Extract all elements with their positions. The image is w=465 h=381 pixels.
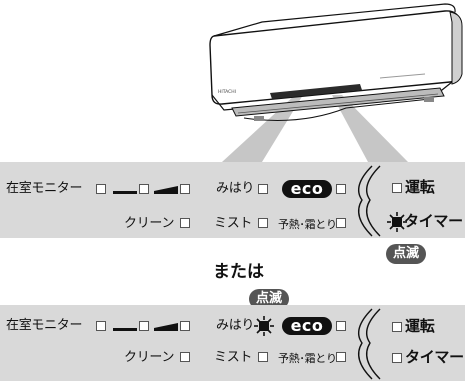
eco-icon: eco [282,180,332,198]
lamp-preheat-defrost [336,218,346,228]
lamp-mist-b [258,352,268,362]
indicator-panel-top [0,162,465,238]
level-bar-high-icon [154,186,178,194]
brand-mark: HITACHI [218,89,236,95]
bracket-divider-b [358,308,381,380]
label-cleaning-b: クリーン [124,350,175,365]
blink-badge-bottom: 点滅 [249,289,290,309]
level-bar-high-icon-b [154,323,178,331]
lamp-room-monitor-1-b [96,321,106,331]
or-text: または [213,262,264,282]
label-mihari: みはり [216,181,255,196]
callout-beam-right [332,95,408,162]
unit-top-face [213,3,456,37]
blinking-lamp-icon [387,212,407,232]
indicator-panel-bottom [0,305,465,381]
label-room-monitor: 在室モニター [6,181,83,196]
eco-icon-b: eco [282,317,332,335]
lamp-room-monitor-3 [180,184,190,194]
blinking-lamp-icon-mihari [254,316,274,336]
lamp-eco [336,184,346,194]
lamp-cleaning-b [180,352,190,362]
label-mist-b: ミスト [214,350,253,365]
label-unten: 運転 [405,178,435,196]
lamp-eco-b [336,321,346,331]
lamp-cleaning [180,218,190,228]
level-bar-low-icon-b [113,328,137,331]
label-timer: タイマー [404,212,463,230]
blink-badge-top: 点滅 [386,244,427,264]
bracket-divider [358,165,381,237]
label-preheat-defrost-b: 予熱･霜とり [278,352,337,365]
label-preheat-defrost: 予熱･霜とり [278,218,337,231]
unit-side [449,11,463,85]
label-timer-b: タイマー [405,348,464,366]
lamp-room-monitor-2 [139,184,149,194]
lamp-room-monitor-3-b [180,321,190,331]
lamp-room-monitor-1 [96,184,106,194]
label-mist: ミスト [214,216,253,231]
lamp-timer-b [392,353,402,363]
label-mihari-b: みはり [216,318,255,333]
label-cleaning: クリーン [124,216,175,231]
level-bar-low-icon [113,191,137,194]
lamp-unten-b [392,322,402,332]
lamp-room-monitor-2-b [139,321,149,331]
unit-louver [231,87,445,117]
label-room-monitor-b: 在室モニター [6,318,83,333]
lamp-mist [258,218,268,228]
label-unten-b: 運転 [405,317,435,335]
unit-display-strip [270,84,362,99]
lamp-mihari [258,184,268,194]
lamp-preheat-defrost-b [336,352,346,362]
lamp-unten [392,183,402,193]
